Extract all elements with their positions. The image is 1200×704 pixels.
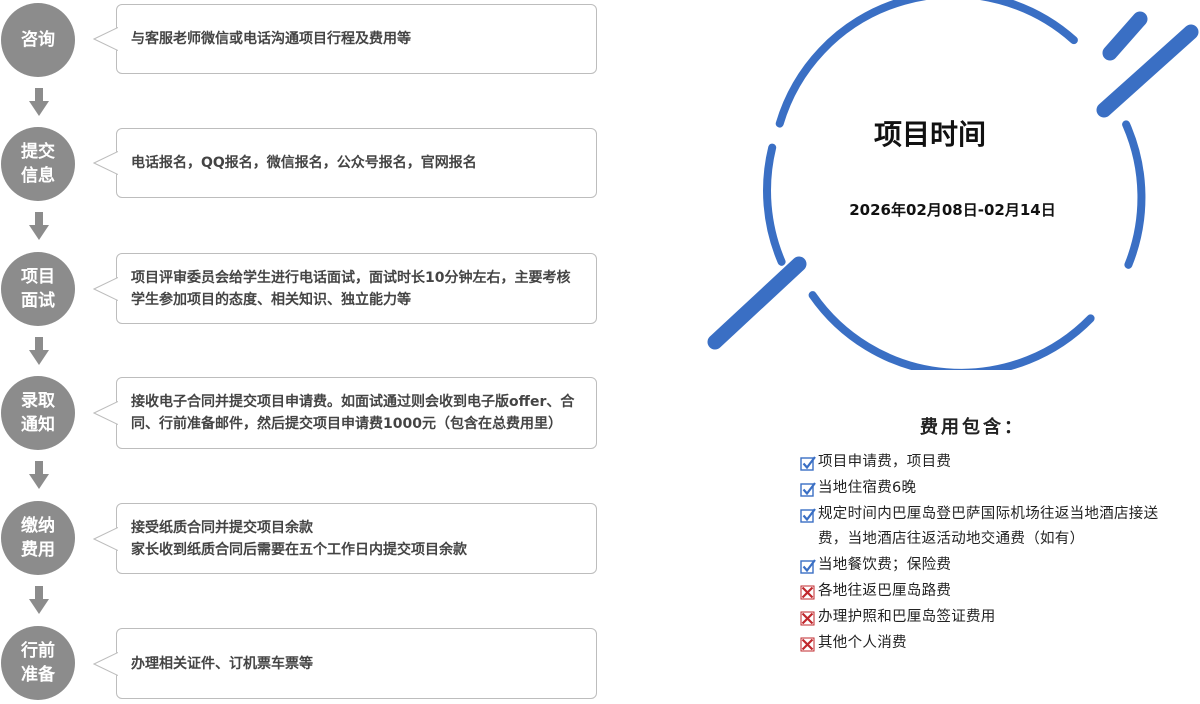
step-text: 接受纸质合同并提交项目余款 家长收到纸质合同后需要在五个工作日内提交项目余款 (131, 519, 467, 558)
bubble-tail (93, 526, 118, 551)
fee-text: 各地往返巴厘岛路费 (818, 583, 952, 599)
step-title: 项目面试 (21, 267, 55, 311)
checkbox-crossed-icon (800, 637, 815, 652)
fee-item-included: 当地住宿费6晚 (800, 476, 1180, 501)
checkbox-crossed-icon (800, 611, 815, 626)
step-description: 项目评审委员会给学生进行电话面试，面试时长10分钟左右，主要考核学生参加项目的态… (93, 253, 597, 324)
fee-item-included: 当地餐饮费；保险费 (800, 553, 1180, 578)
arrow-down-icon (29, 212, 49, 240)
step-text: 接收电子合同并提交项目申请费。如面试通过则会收到电子版offer、合同、行前准备… (131, 394, 575, 432)
step-title: 缴纳费用 (21, 516, 55, 560)
bubble-tail (93, 651, 118, 676)
step-description: 接收电子合同并提交项目申请费。如面试通过则会收到电子版offer、合同、行前准备… (93, 377, 597, 449)
step-admission: 录取通知 (1, 376, 75, 450)
step-title: 行前准备 (21, 641, 55, 685)
fee-list: 项目申请费，项目费 当地住宿费6晚 规定时间内巴厘岛登巴萨国际机场往返当地酒店接… (800, 450, 1180, 657)
fee-item-included: 项目申请费，项目费 (800, 450, 1180, 475)
bubble-tail (93, 401, 118, 425)
fee-text: 规定时间内巴厘岛登巴萨国际机场往返当地酒店接送费，当地酒店往返活动地交通费（如有… (818, 506, 1159, 547)
arrow-down-icon (29, 586, 49, 614)
step-interview: 项目面试 (1, 252, 75, 326)
fee-text: 办理护照和巴厘岛签证费用 (818, 609, 996, 625)
step-text: 办理相关证件、订机票车票等 (131, 655, 313, 672)
fee-item-excluded: 其他个人消费 (800, 631, 1180, 656)
step-preparation: 行前准备 (1, 626, 75, 700)
project-date: 2026年02月08日-02月14日 (849, 201, 1056, 219)
step-consult: 咨询 (1, 3, 75, 77)
step-text: 项目评审委员会给学生进行电话面试，面试时长10分钟左右，主要考核学生参加项目的态… (131, 269, 571, 308)
checkbox-checked-icon (800, 508, 816, 523)
fee-text: 项目申请费，项目费 (818, 454, 952, 470)
step-text: 电话报名，QQ报名，微信报名，公众号报名，官网报名 (131, 155, 477, 171)
fee-item-excluded: 办理护照和巴厘岛签证费用 (800, 605, 1180, 630)
project-time-title: 项目时间 (873, 118, 986, 151)
arrow-down-icon (29, 88, 49, 116)
step-title: 咨询 (21, 30, 55, 50)
bubble-tail (93, 151, 118, 175)
arrow-down-icon (29, 337, 49, 365)
step-description: 与客服老师微信或电话沟通项目行程及费用等 (93, 4, 597, 74)
checkbox-checked-icon (800, 559, 816, 574)
arrow-down-icon (29, 461, 49, 489)
fee-text: 其他个人消费 (818, 635, 907, 651)
fees-title: 费用包含： (920, 417, 1025, 438)
checkbox-checked-icon (800, 456, 816, 471)
step-text: 与客服老师微信或电话沟通项目行程及费用等 (131, 31, 411, 47)
step-title: 提交信息 (21, 142, 55, 186)
step-description: 接受纸质合同并提交项目余款 家长收到纸质合同后需要在五个工作日内提交项目余款 (93, 503, 597, 574)
step-description: 办理相关证件、订机票车票等 (93, 628, 597, 699)
decorative-ring (707, 0, 1199, 370)
fee-text: 当地餐饮费；保险费 (818, 557, 952, 573)
step-payment: 缴纳费用 (1, 501, 75, 575)
fee-item-excluded: 各地往返巴厘岛路费 (800, 579, 1180, 604)
step-submit-info: 提交信息 (1, 127, 75, 201)
step-title: 录取通知 (21, 391, 55, 435)
bubble-tail (93, 276, 118, 301)
fee-item-included: 规定时间内巴厘岛登巴萨国际机场往返当地酒店接送费，当地酒店往返活动地交通费（如有… (800, 502, 1180, 552)
checkbox-checked-icon (800, 482, 816, 497)
checkbox-crossed-icon (800, 585, 815, 600)
bubble-tail (93, 27, 118, 51)
step-description: 电话报名，QQ报名，微信报名，公众号报名，官网报名 (93, 128, 597, 198)
fee-text: 当地住宿费6晚 (818, 480, 917, 496)
